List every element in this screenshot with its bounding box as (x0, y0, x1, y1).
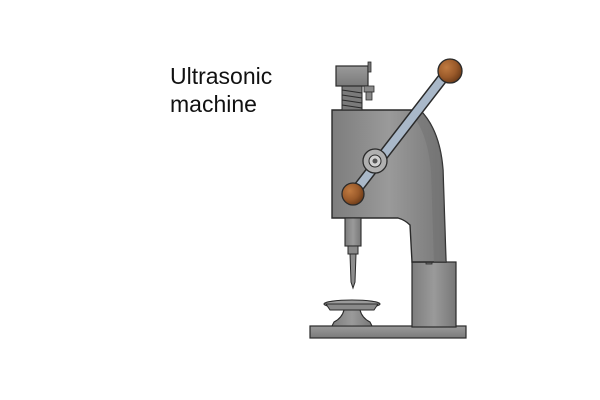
caption-line-1: Ultrasonic (170, 63, 273, 89)
horn-tip (349, 253, 357, 290)
tool-holder (344, 217, 362, 255)
caption-line-2: machine (170, 91, 257, 117)
top-housing (335, 61, 375, 101)
spring (341, 85, 363, 111)
pivot-hub (362, 148, 388, 174)
anvil (323, 299, 381, 327)
column-foot (411, 257, 457, 328)
caption: Ultrasonic machine (170, 62, 272, 118)
upper-knob (437, 58, 463, 84)
base-plate (309, 325, 467, 339)
lower-knob (341, 182, 365, 206)
frame (331, 109, 447, 263)
